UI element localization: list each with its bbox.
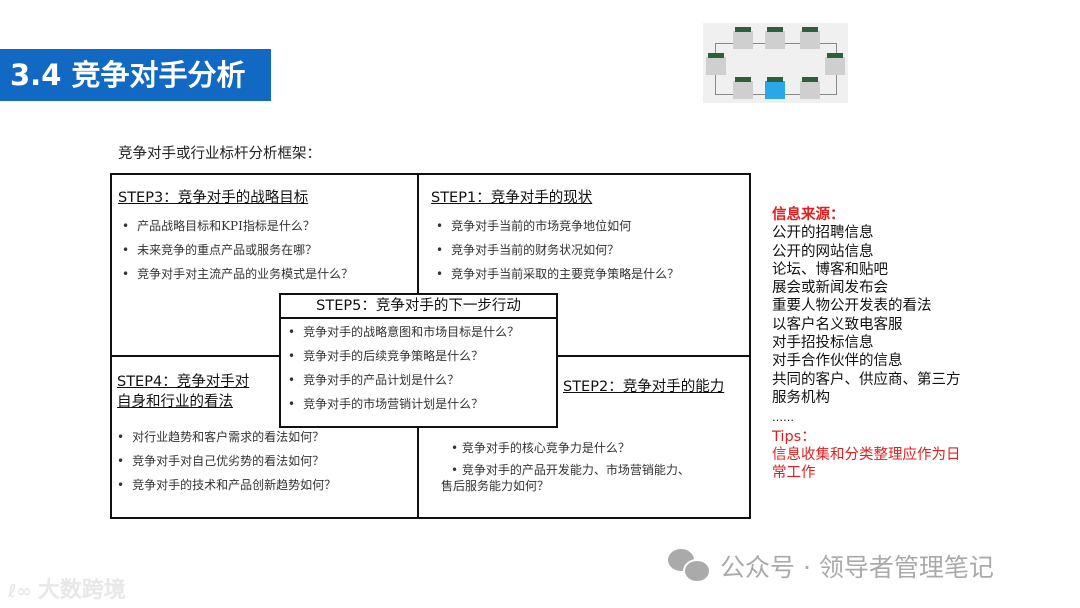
list-item: 竞争对手的后续竞争策略是什么？ <box>288 344 519 368</box>
info-item: 服务机构 <box>772 389 830 406</box>
step3-list: 产品战略目标和KPI指标是什么？ 未来竞争的重点产品或服务在哪？ 竞争对手对主流… <box>122 214 353 286</box>
list-item: 对行业趋势和客户需求的看法如何？ <box>117 425 336 449</box>
info-sources: 信息来源： 公开的招聘信息 公开的网站信息 论坛、博客和贴吧 展会或新闻发布会 … <box>772 206 961 482</box>
step5-box: STEP5：竞争对手的下一步行动 竞争对手的战略意图和市场目标是什么？ 竞争对手… <box>279 293 558 428</box>
wechat-icon <box>668 549 712 583</box>
thumb-tag <box>802 27 818 32</box>
list-item: 竞争对手的技术和产品创新趋势如何？ <box>117 473 336 497</box>
step1-title: STEP1：竞争对手的现状 <box>431 190 593 206</box>
info-item: 共同的客户、供应商、第三方 <box>772 371 961 388</box>
list-item: 竞争对手当前采取的主要竞争策略是什么？ <box>436 262 679 286</box>
step4-title: STEP4：竞争对手对 自身和行业的看法 <box>117 372 249 412</box>
thumb-tag <box>827 53 843 58</box>
tips-label: Tips： <box>772 428 816 445</box>
thumb-tag <box>735 77 751 82</box>
list-item: • 竞争对手的产品开发能力、市场营销能力、 <box>451 463 690 477</box>
thumb-node-highlight <box>765 81 785 99</box>
thumb-tag <box>767 27 783 32</box>
thumb-tag <box>802 77 818 82</box>
list-item: 竞争对手当前的财务状况如何？ <box>436 238 679 262</box>
thumb-node <box>800 31 820 49</box>
list-item: 竞争对手的市场营销计划是什么？ <box>288 392 519 416</box>
info-ellipsis: …… <box>772 411 794 425</box>
step5-list: 竞争对手的战略意图和市场目标是什么？ 竞争对手的后续竞争策略是什么？ 竞争对手的… <box>288 320 519 416</box>
step-cycle-thumbnail <box>703 23 848 103</box>
step5-title: STEP5：竞争对手的下一步行动 <box>281 295 556 319</box>
step2-title: STEP2：竞争对手的能力 <box>563 379 725 395</box>
tips-line1: 信息收集和分类整理应作为日 <box>772 446 961 463</box>
list-item: 竞争对手当前的市场竞争地位如何 <box>436 214 679 238</box>
title-banner: 3.4 竞争对手分析 <box>0 49 271 101</box>
framework-subtitle: 竞争对手或行业标杆分析框架： <box>118 146 321 162</box>
thumb-node <box>733 31 753 49</box>
step1-list: 竞争对手当前的市场竞争地位如何 竞争对手当前的财务状况如何？ 竞争对手当前采取的… <box>436 214 679 286</box>
step2-list: • 竞争对手的核心竞争力是什么？ • 竞争对手的产品开发能力、市场营销能力、 售… <box>441 437 690 497</box>
info-item: 重要人物公开发表的看法 <box>772 298 932 315</box>
logo-icon: ℓ∞ <box>8 581 38 602</box>
thumb-tag <box>735 27 751 32</box>
logo-watermark: ℓ∞ 大数跨境 <box>8 572 126 604</box>
thumb-node <box>765 31 785 49</box>
tips-line2: 常工作 <box>772 465 816 482</box>
list-item: 竞争对手对主流产品的业务模式是什么？ <box>122 262 353 286</box>
framework-frame <box>110 173 751 519</box>
wechat-account-text: 公众号 · 领导者管理笔记 <box>720 553 994 582</box>
info-item: 公开的网站信息 <box>772 243 874 260</box>
logo-text: 大数跨境 <box>37 578 126 603</box>
info-item: 对手合作伙伴的信息 <box>772 353 903 370</box>
list-item: 竞争对手的产品计划是什么？ <box>288 368 519 392</box>
step4-list: 对行业趋势和客户需求的看法如何？ 竞争对手对自己优劣势的看法如何？ 竞争对手的技… <box>117 425 336 497</box>
list-item: 未来竞争的重点产品或服务在哪？ <box>122 238 353 262</box>
info-item: 以客户名义致电客服 <box>772 316 903 333</box>
list-item-continuation: 售后服务能力如何？ <box>441 479 550 493</box>
step3-title: STEP3：竞争对手的战略目标 <box>118 190 309 206</box>
step4-title-line2: 自身和行业的看法 <box>117 394 233 410</box>
wechat-watermark: 公众号 · 领导者管理笔记 <box>668 548 994 584</box>
info-heading: 信息来源： <box>772 207 845 223</box>
thumb-node <box>733 81 753 99</box>
thumb-tag <box>708 53 724 58</box>
info-item: 论坛、博客和贴吧 <box>772 261 888 278</box>
thumb-node <box>825 57 845 75</box>
thumb-tag <box>767 77 783 82</box>
info-item: 展会或新闻发布会 <box>772 280 888 297</box>
list-item: 竞争对手对自己优劣势的看法如何？ <box>117 449 336 473</box>
step4-title-line1: STEP4：竞争对手对 <box>117 374 250 390</box>
page-title: 3.4 竞争对手分析 <box>10 58 246 92</box>
info-item: 对手招投标信息 <box>772 335 874 352</box>
thumb-node <box>800 81 820 99</box>
list-item: • 竞争对手的核心竞争力是什么？ <box>451 441 630 455</box>
list-item: 产品战略目标和KPI指标是什么？ <box>122 214 353 238</box>
list-item: 竞争对手的战略意图和市场目标是什么？ <box>288 320 519 344</box>
thumb-node <box>706 57 726 75</box>
info-item: 公开的招聘信息 <box>772 225 874 242</box>
